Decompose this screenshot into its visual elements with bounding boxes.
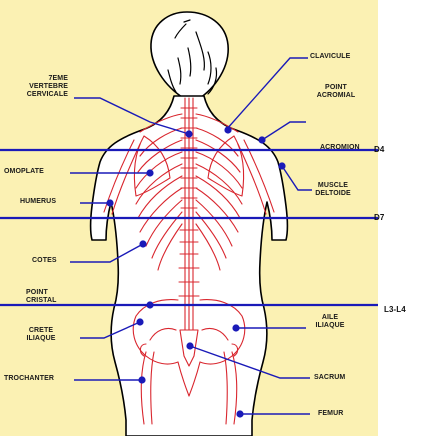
deltoide-dot xyxy=(278,162,285,169)
level-d4: D4 xyxy=(374,146,384,154)
label-trochanter: TROCHANTER xyxy=(4,375,54,383)
label-aile-iliaque: AILE ILIAQUE xyxy=(306,314,354,330)
label-femur: FEMUR xyxy=(318,410,343,418)
label-cotes: COTES xyxy=(32,257,57,265)
label-crete-iliaque: CRETE ILIAQUE xyxy=(18,327,64,343)
label-humerus: HUMERUS xyxy=(20,198,56,206)
label-clavicule: CLAVICULE xyxy=(310,53,350,61)
level-d7: D7 xyxy=(374,214,384,222)
label-point-cristal: POINT CRISTAL xyxy=(26,289,57,305)
level-l3-l4: L3-L4 xyxy=(384,306,406,314)
trochanter-dot xyxy=(138,376,145,383)
label-vertebre-cervicale: 7EME VERTEBRE CERVICALE xyxy=(4,75,68,99)
clavicule-dot xyxy=(224,126,231,133)
femur-dot xyxy=(236,410,243,417)
label-sacrum: SACRUM xyxy=(314,374,345,382)
humerus-dot xyxy=(106,199,113,206)
cristal-dot xyxy=(146,301,153,308)
aile-dot xyxy=(232,324,239,331)
crete-dot xyxy=(136,318,143,325)
label-acromion: ACROMION xyxy=(320,144,360,152)
clavicule-leader xyxy=(226,58,308,130)
acromial-leader xyxy=(262,122,306,140)
acromial-dot xyxy=(258,136,265,143)
sacrum-dot xyxy=(186,342,193,349)
cotes-dot xyxy=(139,240,146,247)
vertebre-dot xyxy=(185,130,192,137)
label-omoplate: OMOPLATE xyxy=(4,168,44,176)
omoplate-dot xyxy=(146,169,153,176)
label-point-acromial: POINT ACROMIAL xyxy=(306,84,366,100)
label-muscle-deltoide: MUSCLE DELTOIDE xyxy=(305,182,361,198)
